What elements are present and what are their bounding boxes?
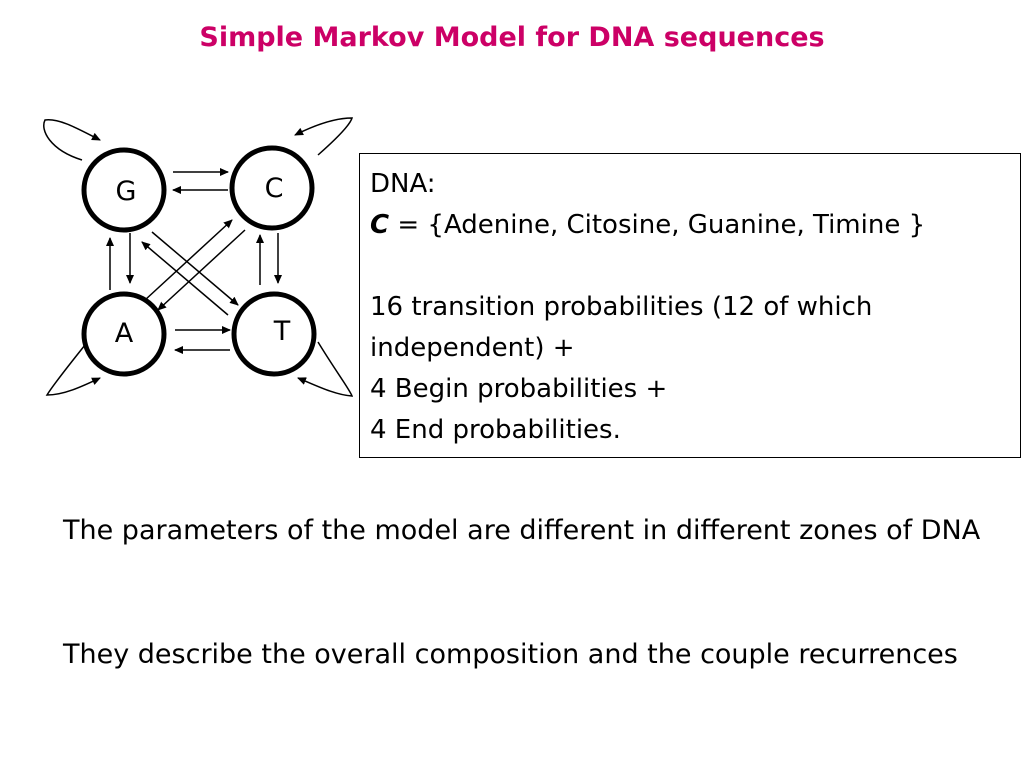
self-loop-g — [43, 119, 101, 161]
info-line-begin: 4 Begin probabilities + — [370, 374, 668, 404]
node-c-label: C — [265, 173, 284, 204]
markov-chain-diagram: G C A T — [43, 117, 354, 397]
self-loop-c — [294, 117, 353, 156]
info-line-transitions: 16 transition probabilities (12 of which — [370, 292, 873, 322]
node-a-label: A — [115, 318, 134, 349]
info-line-dna: DNA: — [370, 169, 436, 199]
info-line-end: 4 End probabilities. — [370, 415, 621, 445]
slide-title: Simple Markov Model for DNA sequences — [199, 22, 825, 53]
node-g-label: G — [116, 176, 137, 207]
node-t-label: T — [273, 316, 291, 347]
info-line-alphabet: C = {Adenine, Citosine, Guanine, Timine … — [370, 205, 1020, 246]
paragraph-composition: They describe the overall composition an… — [63, 639, 958, 670]
edge-g-to-t — [151, 231, 239, 306]
paragraph-parameters: The parameters of the model are differen… — [63, 515, 981, 546]
node-t: T — [231, 291, 317, 377]
self-loop-t — [297, 341, 354, 397]
info-line-independent: independent) + — [370, 333, 575, 363]
edge-t-to-g — [141, 241, 229, 316]
edge-c-to-a — [157, 229, 246, 311]
node-g: G — [81, 147, 167, 233]
node-a: A — [81, 291, 167, 377]
edge-a-to-c — [144, 219, 233, 301]
alphabet-set: = {Adenine, Citosine, Guanine, Timine } — [389, 210, 926, 240]
self-loop-a — [45, 344, 101, 396]
node-c: C — [229, 145, 315, 231]
alphabet-symbol: C — [370, 210, 390, 240]
dna-info-box: DNA: C = {Adenine, Citosine, Guanine, Ti… — [359, 153, 1021, 458]
